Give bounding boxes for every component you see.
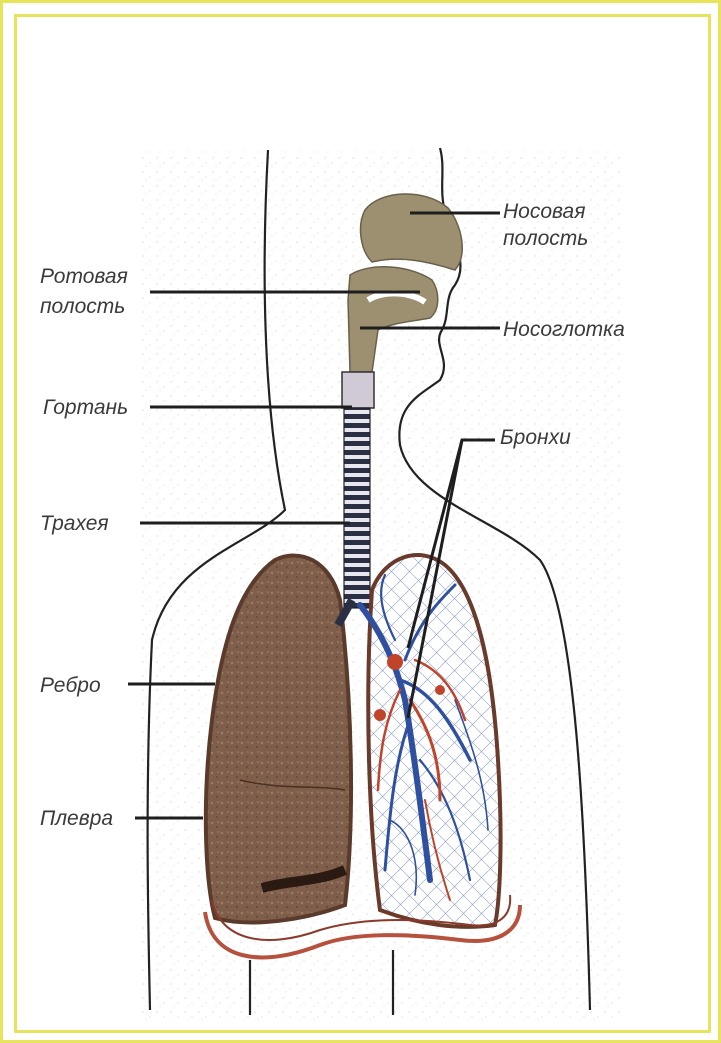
label-trachea: Трахея <box>40 512 109 535</box>
larynx <box>342 372 374 408</box>
label-oral-cavity-line2: полость <box>40 295 125 318</box>
label-pleura: Плевра <box>40 807 113 830</box>
label-bronchi: Бронхи <box>500 426 571 449</box>
label-nasal-cavity-line1: Носовая <box>503 200 585 223</box>
label-oral-cavity-line1: Ротовая <box>40 265 128 288</box>
label-nasal-cavity-line2: полость <box>503 227 588 250</box>
trachea <box>344 408 370 608</box>
label-rib: Ребро <box>40 674 101 697</box>
label-larynx: Гортань <box>43 396 128 419</box>
label-nasopharynx: Носоглотка <box>503 318 625 341</box>
